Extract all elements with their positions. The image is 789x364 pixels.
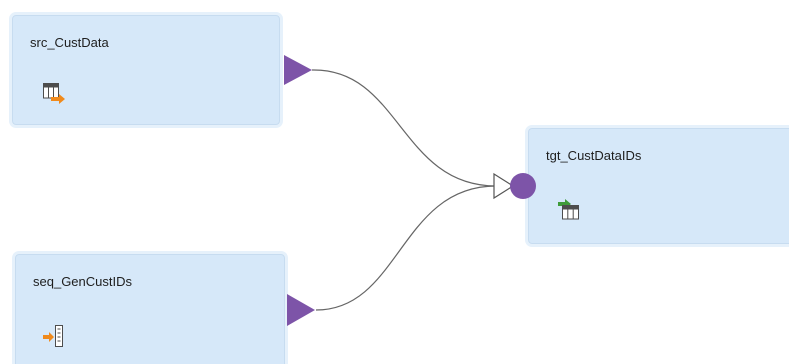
node-source-title: src_CustData <box>30 35 109 50</box>
node-target[interactable]: tgt_CustDataIDs <box>525 125 789 247</box>
node-target-title: tgt_CustDataIDs <box>546 148 642 163</box>
table-output-icon <box>43 83 65 104</box>
table-input-icon <box>558 199 579 220</box>
link-sequence-to-target[interactable] <box>315 185 497 311</box>
node-source[interactable]: src_CustData <box>9 12 283 128</box>
node-sequence-title: seq_GenCustIDs <box>33 274 132 289</box>
sequence-generator-icon <box>43 325 63 347</box>
source-output-port[interactable] <box>281 54 315 86</box>
sequence-output-port[interactable] <box>284 293 318 327</box>
link-source-to-target[interactable] <box>311 69 497 187</box>
target-input-port[interactable] <box>509 172 537 200</box>
node-sequence[interactable]: seq_GenCustIDs <box>12 251 288 364</box>
